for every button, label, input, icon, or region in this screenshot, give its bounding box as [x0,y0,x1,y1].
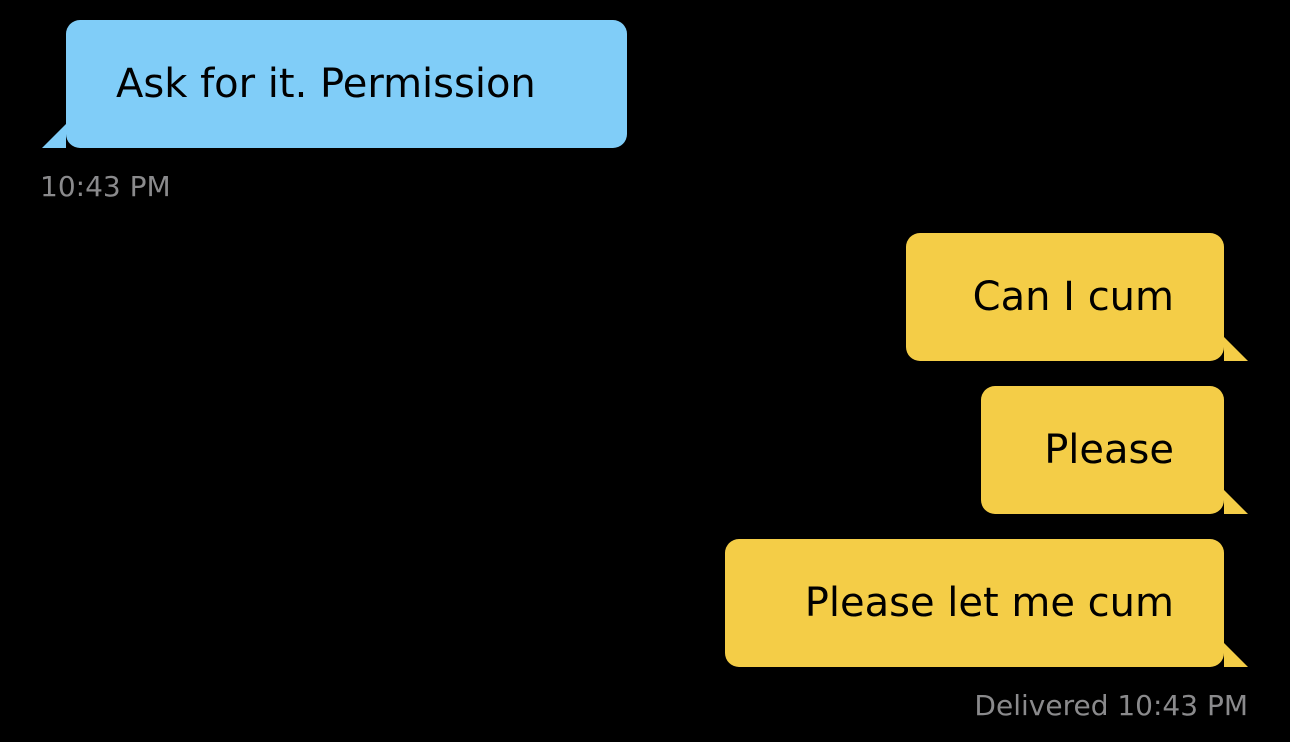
incoming-message-bubble[interactable]: Ask for it. Permission [66,20,627,148]
message-timestamp: 10:43 PM [40,170,171,203]
outgoing-message-bubble[interactable]: Please [981,386,1224,514]
message-text: Ask for it. Permission [116,61,536,107]
outgoing-message-bubble[interactable]: Please let me cum [725,539,1224,667]
outgoing-message-bubble[interactable]: Can I cum [906,233,1224,361]
bubble-tail [1224,337,1248,361]
message-text: Can I cum [972,274,1174,320]
message-text: Please let me cum [804,580,1174,626]
bubble-tail [1224,490,1248,514]
bubble-tail [1224,643,1248,667]
message-text: Please [1044,427,1174,473]
delivery-status: Delivered 10:43 PM [974,689,1248,722]
bubble-tail [42,124,66,148]
